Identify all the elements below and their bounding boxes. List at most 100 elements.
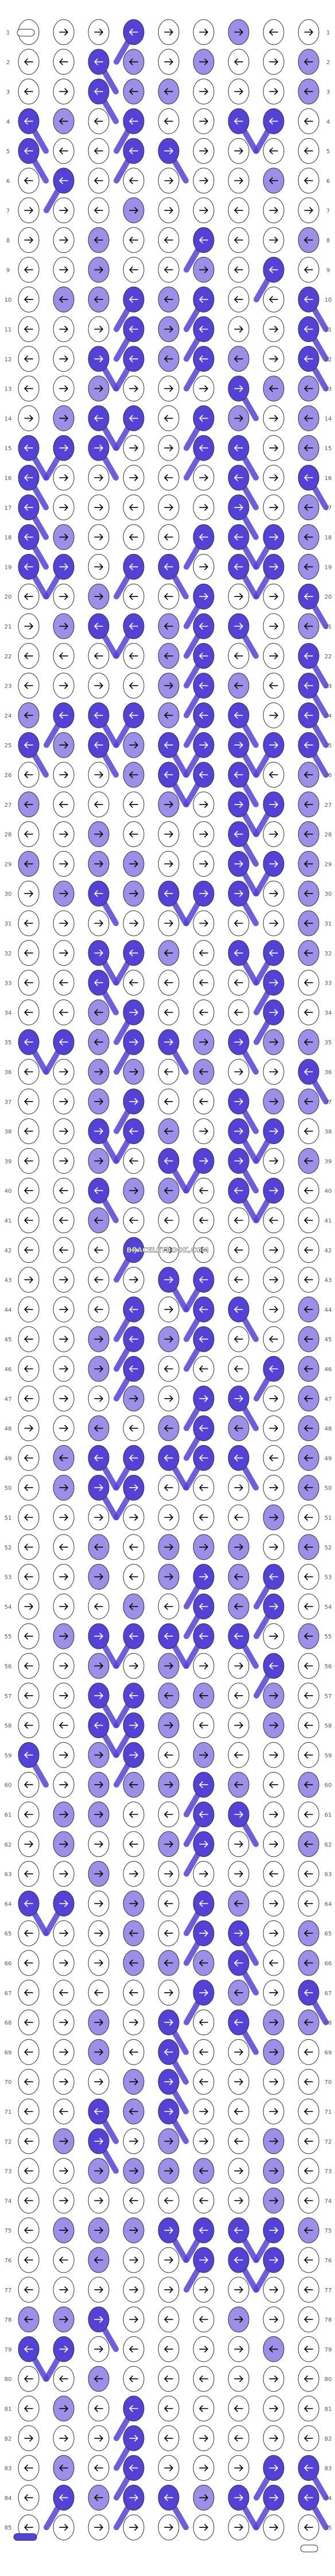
knot	[158, 553, 180, 580]
arrow-right-icon	[234, 1662, 243, 1669]
arrow-left-icon	[94, 653, 103, 659]
arrow-right-icon	[129, 1009, 138, 1016]
arrow-right-icon	[234, 147, 243, 154]
knot	[228, 2039, 250, 2065]
row-number-left: 70	[5, 2079, 12, 2086]
arrow-left-icon	[129, 533, 138, 541]
arrow-right-icon	[59, 593, 68, 600]
knot	[53, 910, 75, 936]
knot	[158, 1088, 180, 1115]
arrow-right-icon	[269, 2227, 278, 2234]
arrow-left-icon	[269, 1870, 278, 1878]
arrow-left-icon	[129, 682, 138, 689]
arrow-right-icon	[234, 2345, 243, 2353]
arrow-right-icon	[129, 1900, 138, 1907]
knot	[123, 2514, 145, 2540]
arrow-right-icon	[269, 1484, 278, 1491]
arrow-left-icon	[24, 979, 33, 986]
arrow-right-icon	[164, 504, 173, 511]
arrow-right-icon	[94, 2197, 103, 2204]
arrow-right-icon	[59, 2316, 68, 2323]
knot	[18, 1683, 40, 1709]
arrow-left-icon	[199, 326, 208, 333]
arrow-right-icon	[164, 1989, 173, 1996]
arrow-right-icon	[199, 1870, 208, 1878]
arrow-left-icon	[304, 1811, 313, 1818]
knot	[123, 1683, 145, 1709]
knot	[18, 346, 40, 372]
arrow-right-icon	[164, 147, 173, 154]
knot	[158, 2009, 180, 2036]
arrow-left-icon	[24, 1484, 33, 1491]
knot	[158, 2039, 180, 2065]
arrow-right-icon	[24, 1424, 33, 1432]
knot	[298, 256, 320, 283]
arrow-left-icon	[24, 1187, 33, 1194]
arrow-right-icon	[234, 504, 243, 511]
knot	[228, 1801, 250, 1828]
knot	[193, 673, 215, 699]
arrow-left-icon	[129, 296, 138, 303]
knot	[53, 999, 75, 1025]
arrow-right-icon	[269, 1544, 278, 1551]
knot	[298, 1356, 320, 1382]
arrow-right-icon	[129, 1751, 138, 1759]
knot	[88, 2187, 110, 2214]
knot	[193, 1356, 215, 1382]
knot	[228, 2514, 250, 2540]
knot	[53, 1207, 75, 1234]
row-number-right: 75	[325, 2228, 332, 2234]
arrow-right-icon	[199, 58, 208, 65]
knot	[88, 1623, 110, 1649]
arrow-left-icon	[164, 2405, 173, 2412]
knot	[123, 1385, 145, 1412]
arrow-left-icon	[199, 1603, 208, 1610]
arrow-left-icon	[234, 1781, 243, 1788]
arrow-left-icon	[24, 2227, 33, 2234]
knot	[298, 197, 320, 224]
arrow-right-icon	[59, 504, 68, 511]
arrow-left-icon	[164, 1811, 173, 1818]
knot	[53, 1683, 75, 1709]
arrow-right-icon	[234, 801, 243, 808]
knot	[88, 197, 110, 224]
arrow-left-icon	[59, 2257, 68, 2263]
knot	[228, 1504, 250, 1531]
arrow-right-icon	[234, 2494, 243, 2501]
knot	[18, 970, 40, 996]
arrow-right-icon	[59, 1306, 68, 1313]
arrow-left-icon	[304, 653, 313, 659]
arrow-right-icon	[234, 741, 243, 748]
knot	[88, 405, 110, 431]
knot	[88, 1385, 110, 1412]
arrow-right-icon	[59, 1098, 68, 1105]
arrow-left-icon	[234, 2227, 243, 2234]
row-number-left: 53	[5, 1575, 12, 1581]
knot	[158, 2336, 180, 2362]
knot	[228, 2009, 250, 2036]
arrow-left-icon	[59, 118, 68, 125]
knot	[123, 1356, 145, 1382]
knot	[298, 1445, 320, 1471]
arrow-left-icon	[269, 1336, 278, 1342]
knot	[228, 1683, 250, 1709]
arrow-right-icon	[269, 1989, 278, 1996]
arrow-left-icon	[59, 712, 68, 719]
arrow-left-icon	[234, 1989, 243, 1996]
knot	[158, 197, 180, 224]
arrow-left-icon	[24, 1930, 33, 1937]
arrow-right-icon	[269, 1098, 278, 1105]
arrow-left-icon	[129, 1573, 138, 1580]
arrow-right-icon	[269, 1395, 278, 1402]
arrow-left-icon	[129, 2375, 138, 2382]
knot	[263, 2187, 285, 2214]
arrow-left-icon	[234, 950, 243, 957]
knot	[228, 2484, 250, 2511]
knot	[53, 435, 75, 461]
knot	[18, 1445, 40, 1471]
arrow-left-icon	[129, 830, 138, 838]
row-number-left: 49	[5, 1455, 12, 1462]
arrow-left-icon	[304, 1692, 313, 1699]
knot	[193, 1326, 215, 1352]
arrow-left-icon	[199, 2048, 208, 2056]
